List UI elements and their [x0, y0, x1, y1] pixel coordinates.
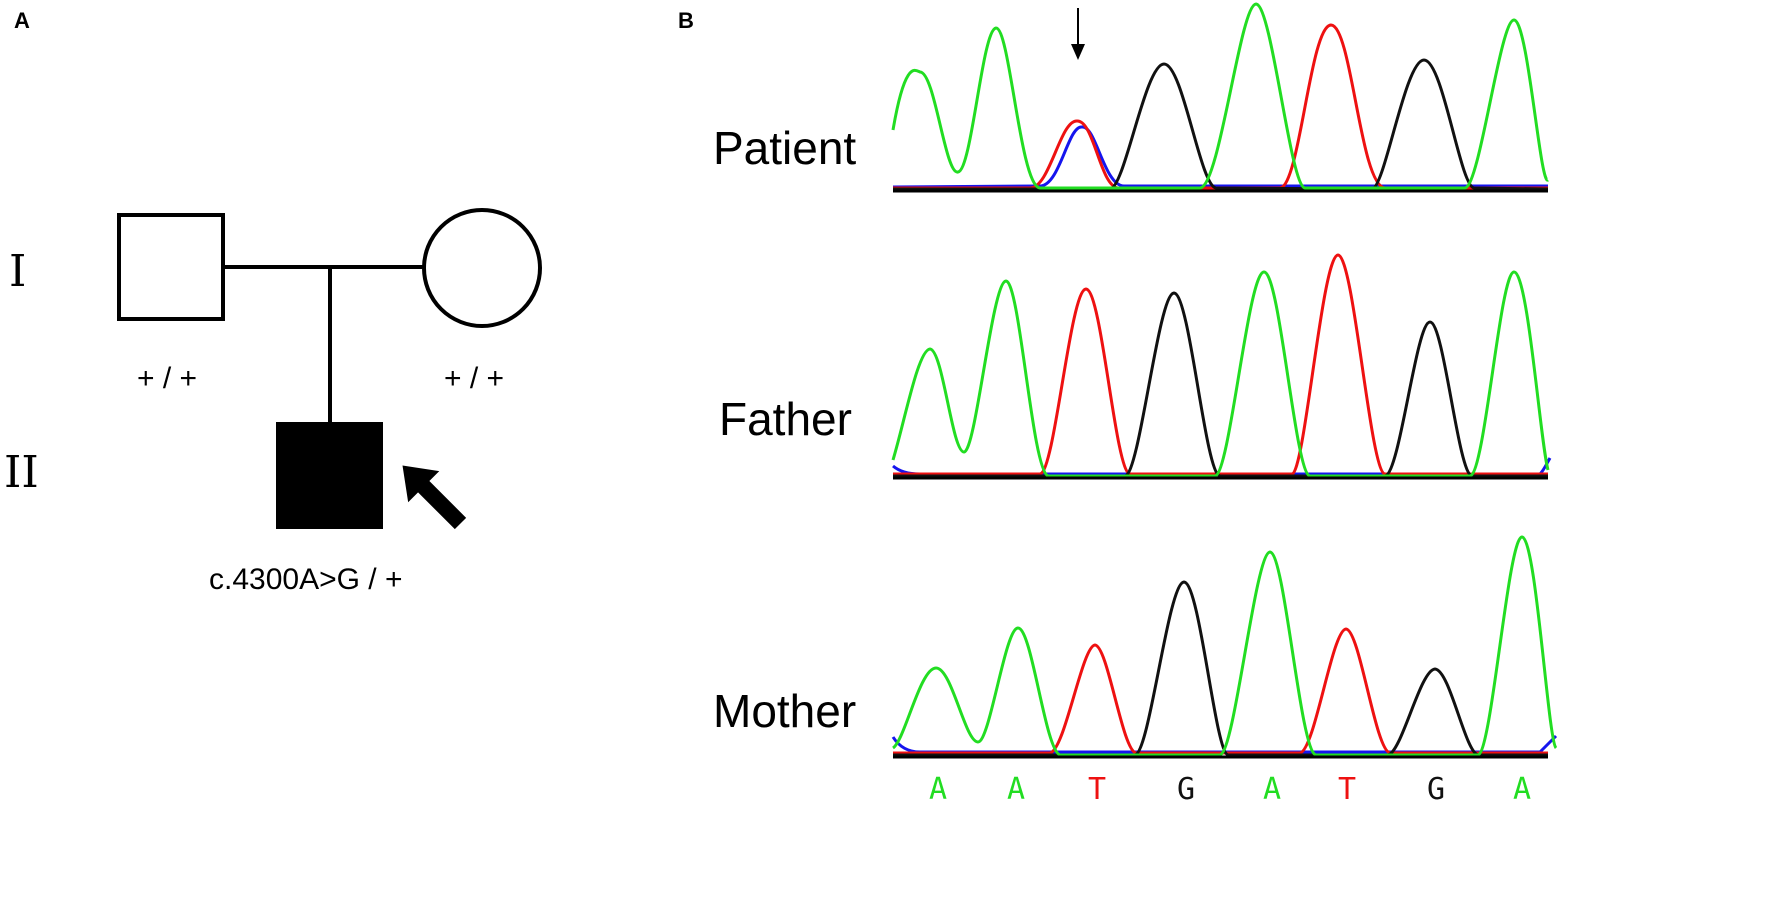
panel-letter-b: B	[678, 8, 694, 33]
trace-patient-red	[893, 23, 1548, 190]
sample-label-father: Father	[719, 393, 852, 445]
base-call-letter: T	[1087, 772, 1107, 807]
mutation-arrow-icon	[1071, 8, 1085, 60]
base-call-letter: A	[1006, 772, 1026, 807]
chromatogram-father	[891, 253, 1552, 480]
trace-patient-blue	[892, 125, 1548, 189]
proband-symbol	[276, 422, 383, 529]
father-genotype: + / +	[137, 362, 198, 395]
proband-genotype: c.4300A>G / +	[209, 563, 403, 596]
trace-patient-black	[893, 58, 1549, 191]
sample-label-patient: Patient	[713, 122, 857, 174]
base-call-letter: G	[1176, 772, 1196, 807]
base-call-letter: T	[1337, 772, 1357, 807]
father-symbol	[117, 213, 225, 321]
trace-patient-green	[891, 2, 1550, 190]
sample-label-mother: Mother	[713, 685, 857, 737]
mother-genotype: + / +	[444, 362, 505, 395]
trace-father-red	[893, 253, 1548, 476]
trace-mother-green	[891, 535, 1558, 757]
chromatogram-mother	[891, 535, 1558, 759]
trace-mother-red	[893, 627, 1548, 755]
base-call-letter: A	[1512, 772, 1532, 807]
proband-arrow-icon	[402, 465, 467, 530]
generation-label-i: I	[9, 246, 27, 297]
generation-label-ii: II	[4, 447, 39, 498]
trace-mother-black	[893, 580, 1548, 757]
panel-letter-a: A	[14, 8, 30, 33]
trace-father-black	[893, 291, 1548, 478]
base-call-letter: A	[928, 772, 948, 807]
trace-father-green	[891, 270, 1550, 478]
base-call-letter: A	[1262, 772, 1282, 807]
base-call-letter: G	[1426, 772, 1446, 807]
chromatogram-patient	[891, 2, 1550, 193]
